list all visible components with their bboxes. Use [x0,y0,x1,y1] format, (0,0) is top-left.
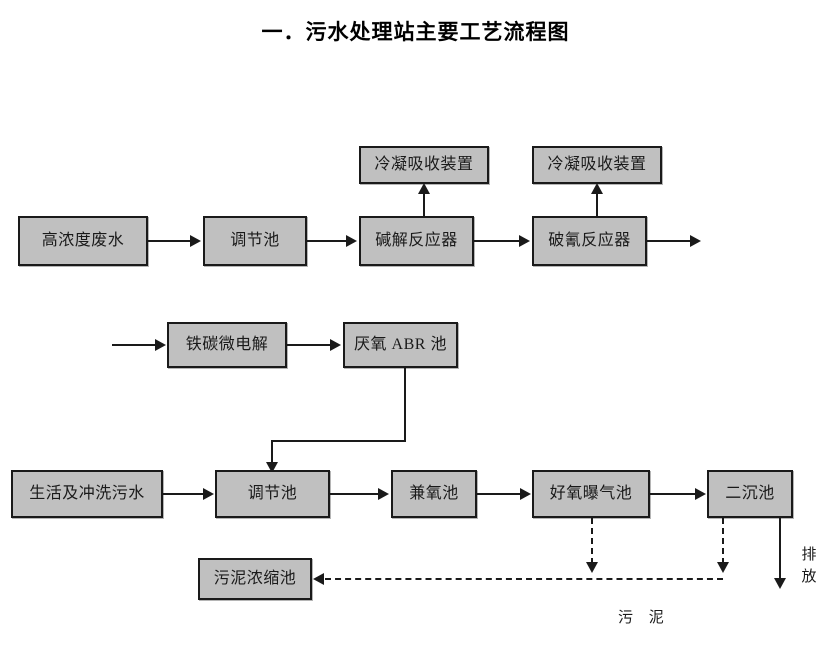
arrowhead-to-facultative [378,488,389,500]
node-influent-domestic-wash[interactable]: 生活及冲洗污水 [11,470,163,518]
connector-clarifier-discharge [779,518,781,580]
sludge-line-from-clarifier [722,518,724,564]
arrowhead-to-cyanide-reactor [519,235,530,247]
connector-cyanide-outlet [647,240,691,242]
connector-abr-drop [404,368,406,441]
node-alkaline-hydrolysis-reactor[interactable]: 碱解反应器 [359,216,474,266]
arrowhead-to-clarifier [695,488,706,500]
arrowhead-to-alkaline-reactor [346,235,357,247]
connector-equalization1-to-alkaline [307,240,347,242]
arrowhead-to-aeration [520,488,531,500]
node-facultative-tank[interactable]: 兼氧池 [391,470,477,518]
node-sludge-thickening-tank[interactable]: 污泥浓缩池 [198,558,312,600]
node-aerobic-aeration-tank[interactable]: 好氧曝气池 [532,470,650,518]
node-influent-high-concentration[interactable]: 高浓度废水 [18,216,148,266]
sludge-line-from-aeration [591,518,593,564]
node-anaerobic-abr-tank[interactable]: 厌氧 ABR 池 [343,322,458,368]
discharge-label: 排放 [801,547,817,585]
connector-cyanide-to-condenser2 [596,193,598,217]
connector-abr-elbow-horizontal [271,440,406,442]
page-title: 一．污水处理站主要工艺流程图 [261,21,570,44]
connector-facultative-to-aeration [477,493,522,495]
arrowhead-into-equalization2 [266,462,278,473]
arrowhead-sludge-from-clarifier [717,562,729,573]
node-cyanide-breaking-reactor[interactable]: 破氰反应器 [532,216,647,266]
arrowhead-to-equalization1 [190,235,201,247]
arrowhead-into-sludge-thickener [313,573,324,585]
connector-abr-into-equalization2 [271,440,273,465]
connector-electrolysis-to-abr [287,344,331,346]
node-iron-carbon-micro-electrolysis[interactable]: 铁碳微电解 [167,322,287,368]
arrowhead-row2-inlet [155,339,166,351]
connector-equalization2-to-facultative [330,493,380,495]
connector-influent-to-equalization1 [148,240,192,242]
node-secondary-clarifier[interactable]: 二沉池 [707,470,793,518]
arrowhead-sludge-from-aeration [586,562,598,573]
arrowhead-to-condenser-2 [591,183,603,194]
sludge-return-main-line [325,578,723,580]
arrowhead-to-condenser-1 [418,183,430,194]
connector-alkaline-to-condenser1 [423,193,425,217]
arrowhead-to-equalization2 [203,488,214,500]
arrowhead-cyanide-outlet [690,235,701,247]
node-condenser-2[interactable]: 冷凝吸收装置 [532,146,662,184]
connector-aeration-to-clarifier [650,493,696,495]
node-equalization-tank-1[interactable]: 调节池 [203,216,307,266]
node-equalization-tank-2[interactable]: 调节池 [215,470,330,518]
arrowhead-discharge [774,578,786,589]
node-condenser-1[interactable]: 冷凝吸收装置 [359,146,489,184]
connector-domestic-to-equalization2 [163,493,205,495]
arrowhead-to-abr-tank [330,339,341,351]
connector-row2-inlet [112,344,156,346]
connector-alkaline-to-cyanide [474,240,520,242]
sludge-label: 污 泥 [618,610,670,626]
